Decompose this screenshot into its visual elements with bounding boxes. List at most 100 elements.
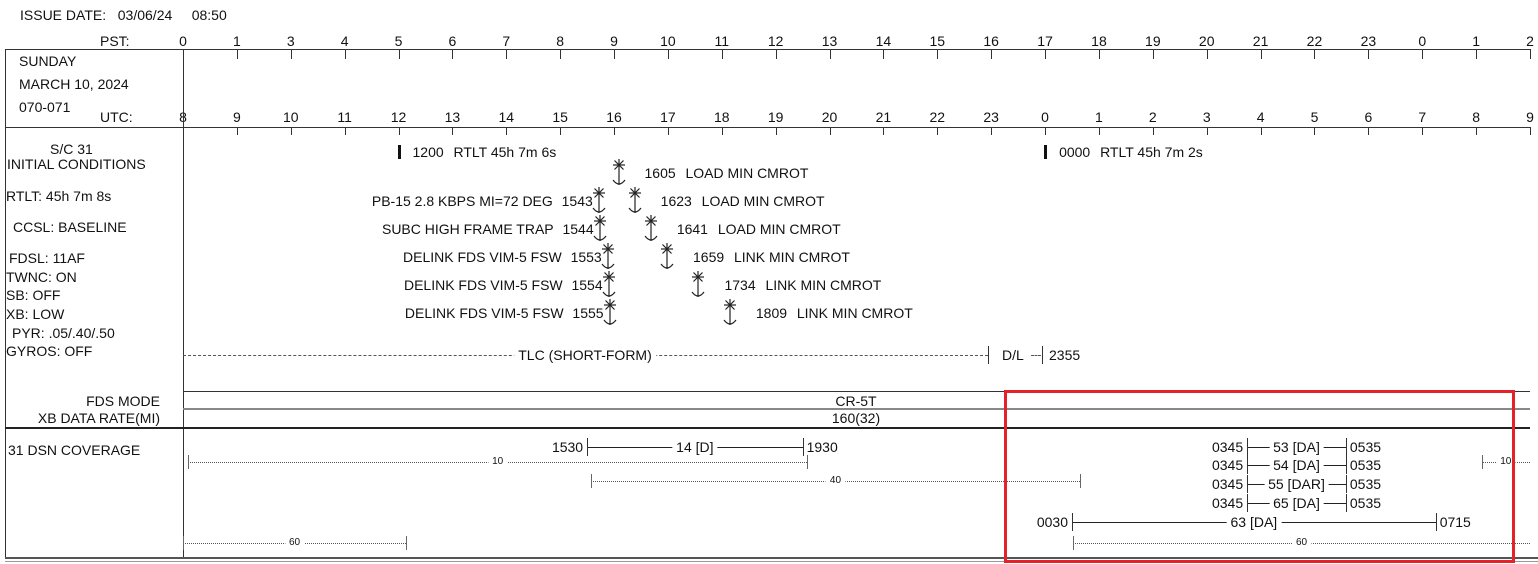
utc-tick bbox=[452, 127, 454, 135]
utc-tick-label: 20 bbox=[821, 109, 838, 125]
pst-tick-label: 5 bbox=[394, 33, 403, 49]
view-end-tick bbox=[806, 455, 808, 469]
rtlt-marker bbox=[1044, 145, 1048, 159]
view-start-tick bbox=[590, 474, 592, 488]
pass-label: 65 [DA] bbox=[1269, 495, 1324, 511]
xb-data-rate-value: 160(32) bbox=[831, 410, 881, 426]
utc-tick-label: 22 bbox=[929, 109, 946, 125]
utc-tick bbox=[667, 127, 669, 135]
utc-tick-label: 19 bbox=[767, 109, 784, 125]
pass-end-tick bbox=[1345, 475, 1347, 493]
pst-tick-label: 2 bbox=[1526, 33, 1534, 49]
pst-tick-label: 3 bbox=[286, 33, 295, 49]
event-text: PB-15 2.8 KBPS MI=72 DEG bbox=[371, 193, 553, 209]
column-divider bbox=[183, 49, 184, 559]
downlink-label: D/L bbox=[1002, 347, 1024, 363]
pass-end-tick bbox=[1435, 513, 1437, 531]
bottom-line bbox=[5, 557, 1538, 559]
event-marker-icon bbox=[610, 158, 628, 191]
ic-rtlt: RTLT: 45h 7m 8s bbox=[6, 188, 112, 204]
utc-tick bbox=[560, 127, 562, 135]
pst-tick bbox=[721, 49, 723, 59]
pst-tick bbox=[1098, 49, 1100, 59]
utc-tick bbox=[883, 127, 885, 135]
utc-axis-line bbox=[5, 127, 1530, 128]
pst-tick bbox=[344, 49, 346, 59]
pst-tick bbox=[1422, 49, 1424, 59]
pst-tick bbox=[236, 49, 238, 59]
pst-tick bbox=[560, 49, 562, 59]
pst-tick-label: 20 bbox=[1198, 33, 1215, 49]
xb-bottom-line bbox=[5, 427, 1530, 429]
rtlt-mark-text: RTLT 45h 7m 2s bbox=[1100, 144, 1203, 160]
utc-tick bbox=[1045, 127, 1047, 135]
pass-start-time: 0345 bbox=[1211, 439, 1244, 455]
pass-start-time: 0345 bbox=[1211, 495, 1244, 511]
pass-start-tick bbox=[1247, 475, 1249, 493]
utc-tick bbox=[1206, 127, 1208, 135]
event-time: 1554 bbox=[571, 277, 603, 293]
utc-tick-label: 16 bbox=[606, 109, 622, 125]
utc-tick bbox=[1422, 127, 1424, 135]
pass-label: 63 [DA] bbox=[1226, 514, 1282, 530]
view-end-tick bbox=[1080, 474, 1082, 488]
pst-label: PST: bbox=[100, 33, 130, 49]
event-text: LOAD MIN CMROT bbox=[701, 193, 825, 209]
pass-start-tick bbox=[587, 438, 589, 456]
utc-tick-label: 21 bbox=[875, 109, 892, 125]
view-start-tick bbox=[183, 536, 184, 550]
rtlt-mark-text: RTLT 45h 7m 6s bbox=[453, 144, 557, 160]
utc-label: UTC: bbox=[100, 109, 133, 125]
utc-tick bbox=[236, 127, 238, 135]
event-marker-icon bbox=[600, 270, 618, 303]
utc-tick bbox=[775, 127, 777, 135]
utc-tick-label: 12 bbox=[390, 109, 407, 125]
pass-end-time: 0535 bbox=[1349, 476, 1382, 492]
pst-tick-label: 1 bbox=[1472, 33, 1481, 49]
utc-tick bbox=[991, 127, 993, 135]
utc-tick bbox=[506, 127, 508, 135]
day-of-year: 070-071 bbox=[19, 99, 71, 115]
event-time: 1659 bbox=[693, 249, 725, 265]
rtlt-mark-time: 0000 bbox=[1059, 144, 1091, 160]
pass-start-time: 0345 bbox=[1211, 476, 1244, 492]
pst-tick bbox=[1152, 49, 1154, 59]
pass-start-tick bbox=[1072, 513, 1074, 531]
utc-tick bbox=[344, 127, 346, 135]
tlc-label: TLC (SHORT-FORM) bbox=[514, 347, 656, 363]
pst-tick-label: 15 bbox=[929, 33, 946, 49]
pst-tick-label: 8 bbox=[556, 33, 565, 49]
pst-tick-label: 1 bbox=[232, 33, 241, 49]
event-time: 1543 bbox=[561, 193, 593, 209]
pst-tick bbox=[1206, 49, 1208, 59]
downlink-end-tick bbox=[1042, 346, 1043, 364]
pst-tick bbox=[829, 49, 831, 59]
pst-tick-label: 0 bbox=[179, 33, 187, 49]
pst-tick-label: 19 bbox=[1145, 33, 1161, 49]
utc-tick bbox=[937, 127, 939, 135]
pst-tick-label: 18 bbox=[1091, 33, 1107, 49]
view-start-tick bbox=[1481, 455, 1483, 469]
pst-tick-label: 22 bbox=[1306, 33, 1323, 49]
utc-tick-label: 10 bbox=[282, 109, 299, 125]
ic-sb: SB: OFF bbox=[6, 287, 61, 303]
pst-tick bbox=[775, 49, 777, 59]
pst-tick-label: 11 bbox=[714, 33, 730, 49]
pass-label: 53 [DA] bbox=[1269, 439, 1324, 455]
utc-tick-label: 11 bbox=[337, 109, 352, 125]
utc-tick-label: 18 bbox=[714, 109, 730, 125]
ic-xb: XB: LOW bbox=[6, 306, 65, 322]
highlight-box bbox=[1004, 390, 1515, 563]
utc-tick-label: 9 bbox=[232, 109, 241, 125]
spacecraft-id: S/C 31 bbox=[50, 141, 93, 157]
ic-ccsl: CCSL: BASELINE bbox=[13, 219, 127, 235]
pst-tick bbox=[667, 49, 669, 59]
pst-tick bbox=[991, 49, 993, 59]
event-text: LINK MIN CMROT bbox=[765, 277, 882, 293]
ic-twnc: TWNC: ON bbox=[6, 269, 77, 285]
utc-tick bbox=[1476, 127, 1478, 135]
xb-data-rate-label: XB DATA RATE(MI) bbox=[37, 410, 160, 426]
pass-label: 55 [DAR] bbox=[1264, 476, 1329, 492]
event-marker-icon bbox=[626, 186, 644, 219]
pass-start-tick bbox=[1247, 456, 1249, 474]
